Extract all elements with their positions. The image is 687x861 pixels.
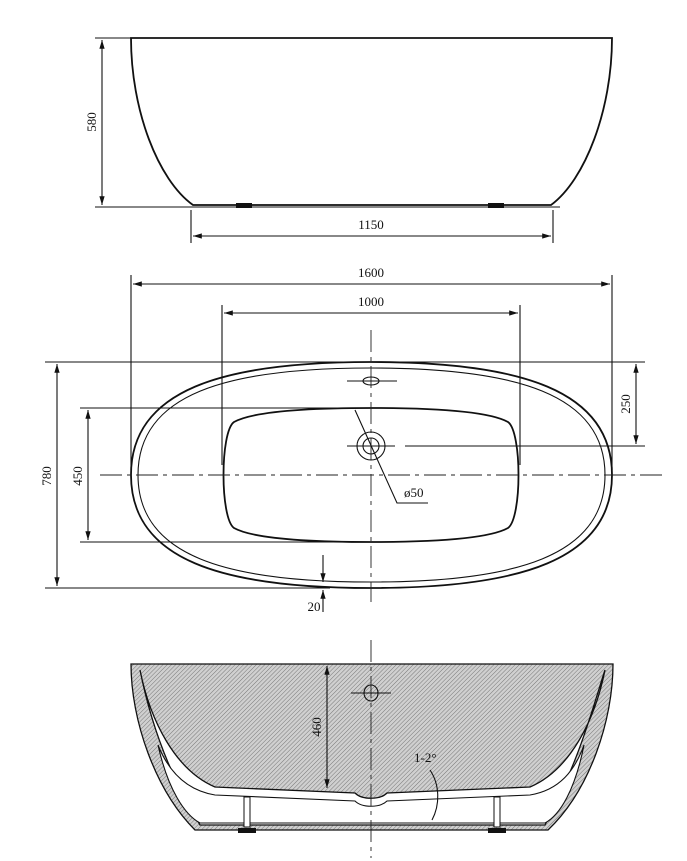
drain-diameter-label: ø50 — [404, 485, 424, 500]
rim-offset-label: 20 — [308, 599, 321, 614]
plan-view: ø50 1600 1000 780 450 250 20 — [39, 265, 666, 614]
foot-left — [236, 203, 252, 208]
foot-right — [488, 203, 504, 208]
leg-right — [493, 796, 501, 828]
overall-width-label: 780 — [39, 466, 54, 486]
section-view: 460 1-2° — [130, 640, 614, 858]
tub-side-outline — [130, 37, 613, 206]
slope-angle-arc — [429, 769, 439, 821]
elevation-view: 580 1150 — [84, 37, 613, 243]
base-length-label: 1150 — [358, 217, 384, 232]
foot-left-section — [238, 828, 256, 833]
basin-outline — [222, 407, 520, 543]
height-label: 580 — [84, 112, 99, 132]
drain-offset-label: 250 — [618, 394, 633, 414]
leg-left — [243, 796, 251, 828]
basin-width-label: 450 — [70, 466, 85, 486]
drain-leader — [354, 409, 428, 504]
slope-label: 1-2° — [414, 750, 437, 765]
depth-label: 460 — [309, 717, 324, 737]
basin-length-label: 1000 — [358, 294, 384, 309]
overall-length-label: 1600 — [358, 265, 384, 280]
foot-right-section — [488, 828, 506, 833]
